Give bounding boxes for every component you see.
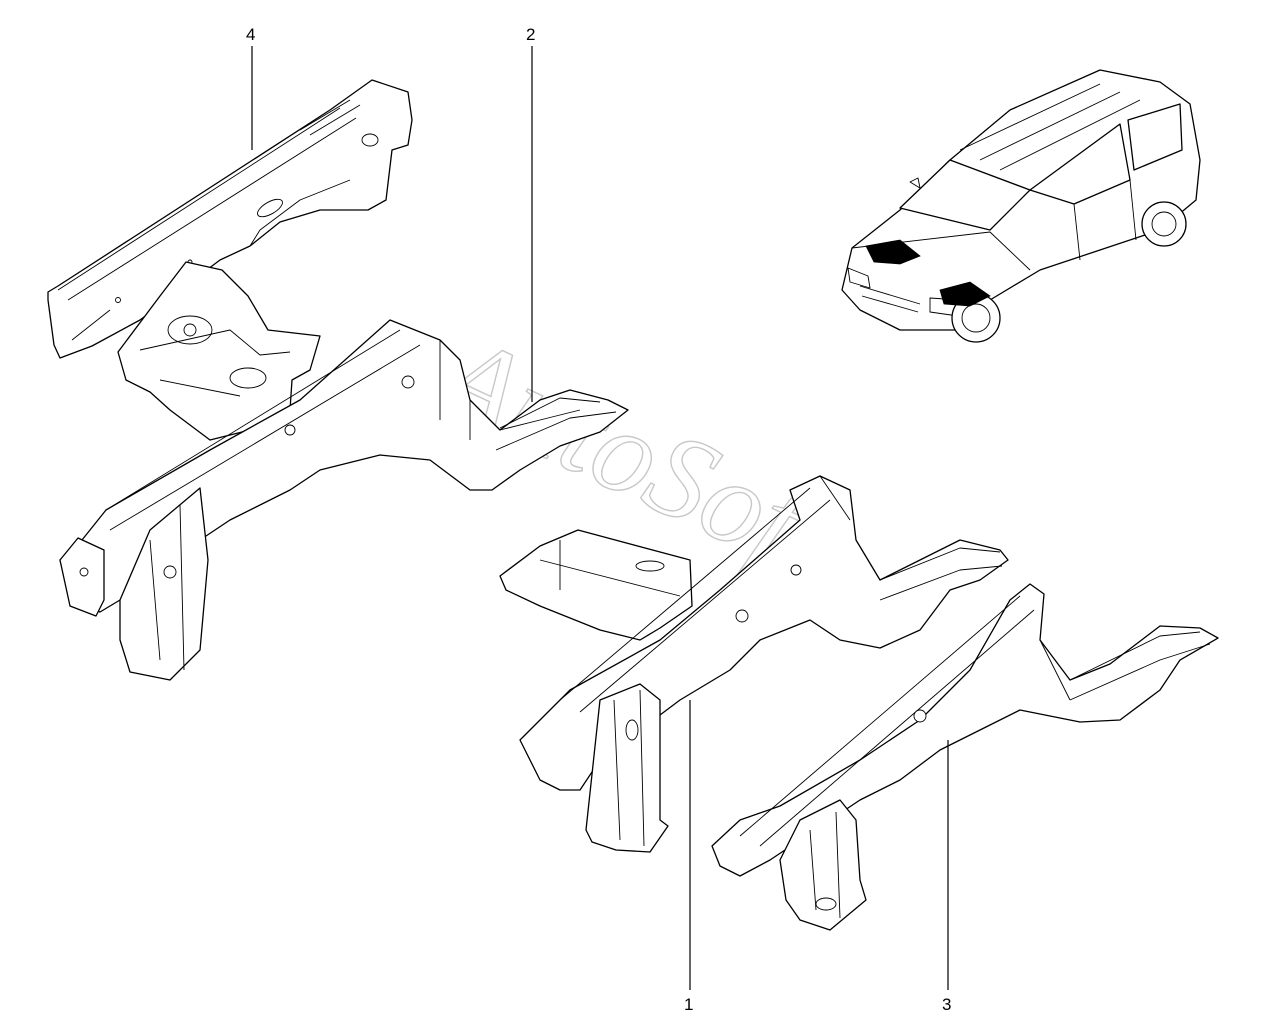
part-3-right-rail[interactable]	[711, 583, 1219, 931]
car-illustration	[841, 69, 1201, 343]
callout-3: 3	[942, 740, 951, 1014]
callout-label-1: 1	[684, 995, 693, 1014]
callout-1: 1	[684, 700, 693, 1014]
callout-2: 2	[526, 25, 535, 402]
callout-4: 4	[246, 25, 255, 150]
part-4-upper-rail[interactable]	[47, 79, 413, 359]
callout-label-3: 3	[942, 995, 951, 1014]
callout-label-4: 4	[246, 25, 255, 44]
part-1-center-rail[interactable]	[499, 475, 1009, 853]
callout-label-2: 2	[526, 25, 535, 44]
part-2-side-rail[interactable]	[59, 261, 629, 681]
